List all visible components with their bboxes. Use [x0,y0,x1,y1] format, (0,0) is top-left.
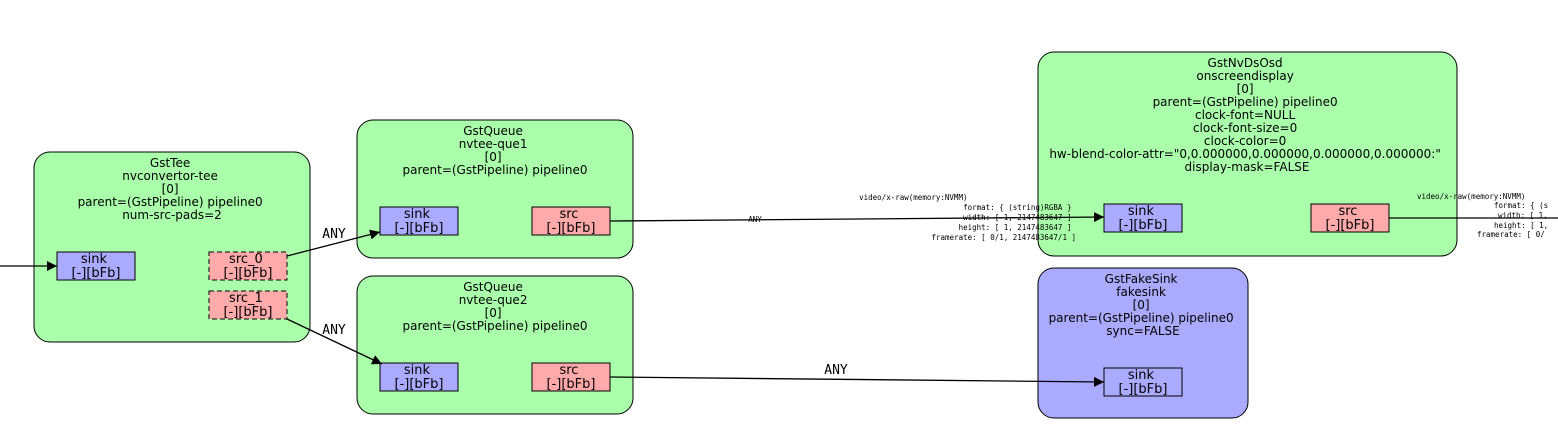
element-label: GstQueue nvtee-que2 [0] parent=(GstPipel… [402,280,587,333]
pad-flags: [-][bFb] [1326,218,1375,233]
element-parent: parent=(GstPipeline) pipeline0 [1049,311,1234,325]
svg-text:sink [-][bFb]: sink [-][bFb] [72,252,121,281]
element-parent: parent=(GstPipeline) pipeline0 [402,163,587,177]
element-label: GstFakeSink fakesink [0] parent=(GstPipe… [1049,272,1238,338]
edge-caps-label: ANY [322,323,346,338]
element-property: num-src-pads=2 [122,208,222,222]
pad-name: sink [1128,368,1155,383]
sink-pad[interactable]: sink [-][bFb] [1103,367,1183,397]
pad-name: src_1 [229,291,263,306]
svg-text:sink [-][bFb]: sink [-][bFb] [1119,204,1168,233]
element-nvtee-que2[interactable]: GstQueue nvtee-que2 [0] parent=(GstPipel… [356,275,634,415]
element-name: nvtee-que1 [459,137,528,151]
sink-pad[interactable]: sink [-][bFb] [56,251,136,281]
sink-pad[interactable]: sink [-][bFb] [1103,203,1183,233]
element-property: sync=FALSE [1106,324,1180,338]
element-state: [0] [485,150,502,164]
element-property: clock-font=NULL [1195,108,1296,122]
pad-flags: [-][bFb] [1119,218,1168,233]
element-parent: parent=(GstPipeline) pipeline0 [78,195,263,209]
element-state: [0] [162,182,179,196]
pad-flags: [-][bFb] [547,221,596,236]
pad-flags: [-][bFb] [547,377,596,392]
pad-name: sink [81,252,108,267]
element-parent: parent=(GstPipeline) pipeline0 [1153,95,1338,109]
pad-flags: [-][bFb] [72,266,121,281]
element-label: GstNvDsOsd onscreendisplay [0] parent=(G… [1049,56,1444,174]
pad-flags: [-][bFb] [395,221,444,236]
element-nvconvertor-tee[interactable]: GstTee nvconvertor-tee [0] parent=(GstPi… [33,151,311,343]
element-name: nvtee-que2 [459,293,528,307]
edge-caps-detail: video/x-raw(memory:NVMM) format: { (s wi… [1417,192,1553,239]
edge-tee-src0-to-que1-sink [286,229,381,257]
pad-name: src [559,207,578,222]
pad-name: src [1338,204,1357,219]
pad-name: sink [404,207,431,222]
element-name: nvconvertor-tee [122,169,218,183]
element-onscreendisplay[interactable]: GstNvDsOsd onscreendisplay [0] parent=(G… [1037,51,1458,257]
element-property: clock-color=0 [1204,134,1286,148]
element-state: [0] [485,306,502,320]
src-pad[interactable]: src [-][bFb] [531,206,611,236]
element-type: GstNvDsOsd [1208,56,1283,70]
element-nvtee-que1[interactable]: GstQueue nvtee-que1 [0] parent=(GstPipel… [356,119,634,259]
element-name: onscreendisplay [1196,69,1293,83]
element-label: GstTee nvconvertor-tee [0] parent=(GstPi… [78,156,267,222]
svg-text:sink [-][bFb]: sink [-][bFb] [395,207,444,236]
element-state: [0] [1237,82,1254,96]
src-0-pad[interactable]: src_0 [-][bFb] [208,251,288,281]
element-parent: parent=(GstPipeline) pipeline0 [402,319,587,333]
src-pad[interactable]: src [-][bFb] [531,362,611,392]
edge-tee-src1-to-que2-sink [286,318,383,365]
edge-caps-label: ANY [824,363,848,378]
element-label: GstQueue nvtee-que1 [0] parent=(GstPipel… [402,124,587,177]
src-1-pad[interactable]: src_1 [-][bFb] [208,290,288,320]
pad-flags: [-][bFb] [224,305,273,320]
element-property: display-mask=FALSE [1185,160,1310,174]
edge-que1-src-to-osd-sink [609,212,1105,223]
pad-name: sink [404,363,431,378]
edge-caps-detail: video/x-raw(memory:NVMM) format: { (stri… [859,193,1076,242]
element-box [1037,267,1249,419]
pad-name: src [559,363,578,378]
svg-text:src_0 [-][bFb]: src_0 [-][bFb] [224,252,273,281]
edge-caps-label: ANY [748,215,762,224]
svg-text:sink [-][bFb]: sink [-][bFb] [1119,368,1168,397]
pad-flags: [-][bFb] [224,266,273,281]
svg-text:sink [-][bFb]: sink [-][bFb] [395,363,444,392]
sink-pad[interactable]: sink [-][bFb] [379,206,459,236]
element-property: clock-font-size=0 [1193,121,1297,135]
svg-text:src [-][bFb]: src [-][bFb] [547,363,596,392]
element-property: hw-blend-color-attr="0,0.000000,0.000000… [1049,147,1441,161]
element-type: GstQueue [463,124,523,138]
element-type: GstQueue [463,280,523,294]
element-type: GstFakeSink [1105,272,1178,286]
pad-flags: [-][bFb] [395,377,444,392]
src-pad[interactable]: src [-][bFb] [1310,203,1390,233]
edge-que2-src-to-fakesink-sink [609,376,1105,387]
pad-flags: [-][bFb] [1119,382,1168,397]
svg-text:src [-][bFb]: src [-][bFb] [547,207,596,236]
svg-text:src [-][bFb]: src [-][bFb] [1326,204,1375,233]
element-type: GstTee [150,156,190,170]
svg-text:src_1 [-][bFb]: src_1 [-][bFb] [224,291,273,320]
pad-name: src_0 [229,252,263,267]
edge-caps-label: ANY [322,227,346,242]
element-name: fakesink [1116,285,1166,299]
element-fakesink[interactable]: GstFakeSink fakesink [0] parent=(GstPipe… [1037,267,1249,419]
pad-name: sink [1128,204,1155,219]
element-state: [0] [1133,298,1150,312]
sink-pad[interactable]: sink [-][bFb] [379,362,459,392]
